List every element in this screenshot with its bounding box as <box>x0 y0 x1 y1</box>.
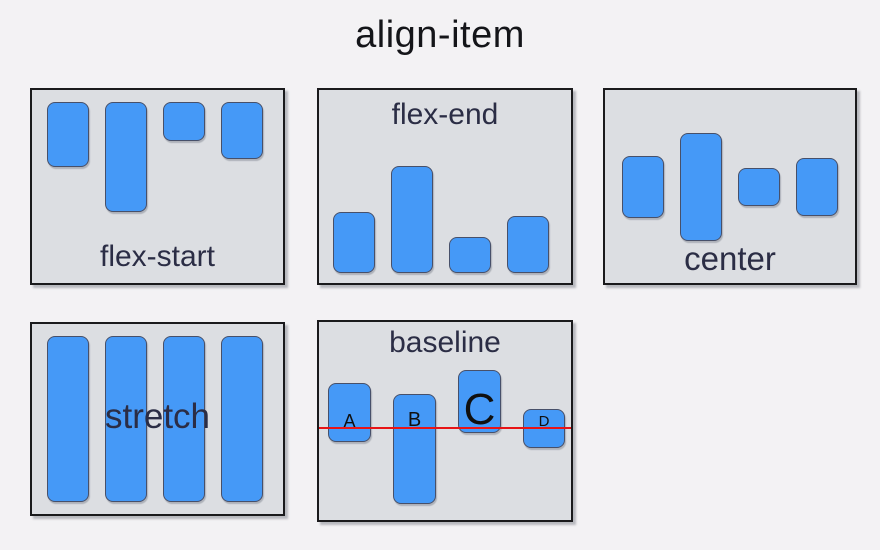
bar-letter-d: D <box>538 413 550 430</box>
flex-bar <box>680 132 722 241</box>
bars-row <box>47 336 275 502</box>
flex-bar <box>622 155 664 218</box>
page-title: align-item <box>355 14 525 56</box>
bars-row <box>622 102 847 271</box>
baseline-line <box>319 427 571 429</box>
flex-bar <box>221 102 263 159</box>
flex-bar <box>105 336 147 502</box>
panel-baseline: baseline A B C D <box>317 320 573 522</box>
panel-stretch: stretch <box>30 322 285 516</box>
baseline-bar-c <box>458 370 501 433</box>
panel-label-baseline: baseline <box>389 326 501 359</box>
bars-row <box>333 102 563 273</box>
flex-bar <box>163 102 205 141</box>
flex-bar <box>796 157 838 216</box>
baseline-bar-b <box>393 394 436 504</box>
flex-bar <box>333 212 375 273</box>
panel-flex-end: flex-end <box>317 88 573 285</box>
flex-bar <box>163 336 205 502</box>
flex-bar <box>738 167 780 206</box>
bar-letter-b: B <box>407 409 422 431</box>
flex-bar <box>47 336 89 502</box>
flex-bar <box>105 102 147 212</box>
flex-bar <box>221 336 263 502</box>
baseline-bar-a <box>328 383 371 442</box>
flex-bar <box>449 237 491 273</box>
flex-bar <box>47 102 89 167</box>
panel-center: center <box>603 88 857 285</box>
bars-row <box>47 102 275 271</box>
flex-bar <box>507 216 549 273</box>
bar-letter-a: A <box>343 411 356 431</box>
flex-bar <box>391 166 433 273</box>
bar-letter-c: C <box>463 385 496 434</box>
panel-flex-start: flex-start <box>30 88 285 285</box>
